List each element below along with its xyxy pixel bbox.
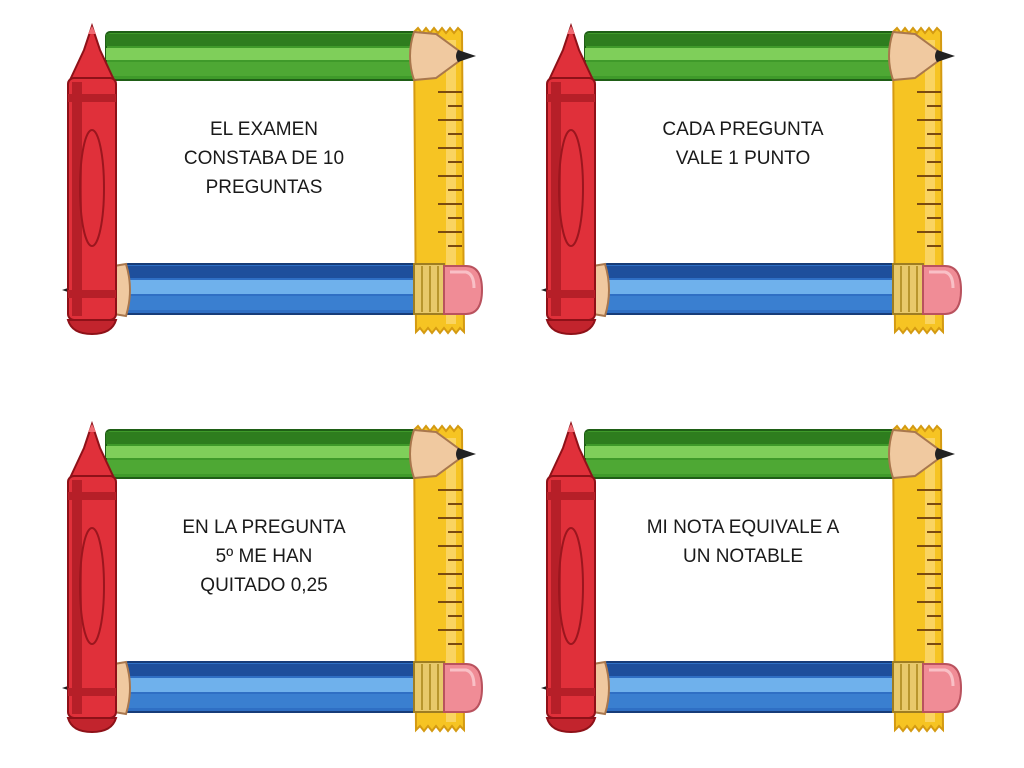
green-pencil-icon <box>584 30 955 82</box>
frame-card-1: EL EXAMEN CONSTABA DE 10 PREGUNTAS <box>54 20 494 336</box>
eraser-icon <box>443 265 484 315</box>
blue-pencil-icon <box>62 660 445 716</box>
card-text: CADA PREGUNTA VALE 1 PUNTO <box>613 115 873 173</box>
school-supplies-frame <box>62 420 484 734</box>
green-pencil-icon <box>105 428 476 480</box>
green-pencil-icon <box>105 30 476 82</box>
school-supplies-frame <box>541 22 963 336</box>
green-pencil-icon <box>584 428 955 480</box>
ruler-icon <box>412 26 466 335</box>
card-text: MI NOTA EQUIVALE A UN NOTABLE <box>613 513 873 571</box>
eraser-icon <box>922 265 963 315</box>
card-text-line: EN LA PREGUNTA <box>182 517 346 538</box>
red-crayon-icon <box>545 22 597 336</box>
card-text-line: PREGUNTAS <box>205 177 323 198</box>
red-crayon-icon <box>545 420 597 734</box>
eraser-icon <box>443 663 484 713</box>
card-text-line: MI NOTA EQUIVALE A <box>646 517 840 538</box>
blue-pencil-icon <box>541 262 924 318</box>
card-text-line: UN NOTABLE <box>682 546 803 567</box>
card-text-line: 5º ME HAN <box>215 546 313 567</box>
ruler-icon <box>891 424 945 733</box>
card-text-line: CONSTABA DE 10 <box>183 148 345 169</box>
ruler-icon <box>412 424 466 733</box>
frame-card-4: MI NOTA EQUIVALE A UN NOTABLE <box>533 418 973 734</box>
card-text: EL EXAMEN CONSTABA DE 10 PREGUNTAS <box>134 115 394 202</box>
card-text-line: CADA PREGUNTA <box>662 119 824 140</box>
school-supplies-frame <box>62 22 484 336</box>
red-crayon-icon <box>66 22 118 336</box>
ruler-icon <box>891 26 945 335</box>
school-supplies-frame <box>541 420 963 734</box>
red-crayon-icon <box>66 420 118 734</box>
eraser-icon <box>922 663 963 713</box>
card-text-line: VALE 1 PUNTO <box>675 148 811 169</box>
blue-pencil-icon <box>541 660 924 716</box>
blue-pencil-icon <box>62 262 445 318</box>
card-text-line: QUITADO 0,25 <box>200 575 328 596</box>
card-text-line: EL EXAMEN <box>209 119 319 140</box>
frame-card-3: EN LA PREGUNTA 5º ME HAN QUITADO 0,25 <box>54 418 494 734</box>
frame-card-2: CADA PREGUNTA VALE 1 PUNTO <box>533 20 973 336</box>
card-text: EN LA PREGUNTA 5º ME HAN QUITADO 0,25 <box>134 513 394 600</box>
